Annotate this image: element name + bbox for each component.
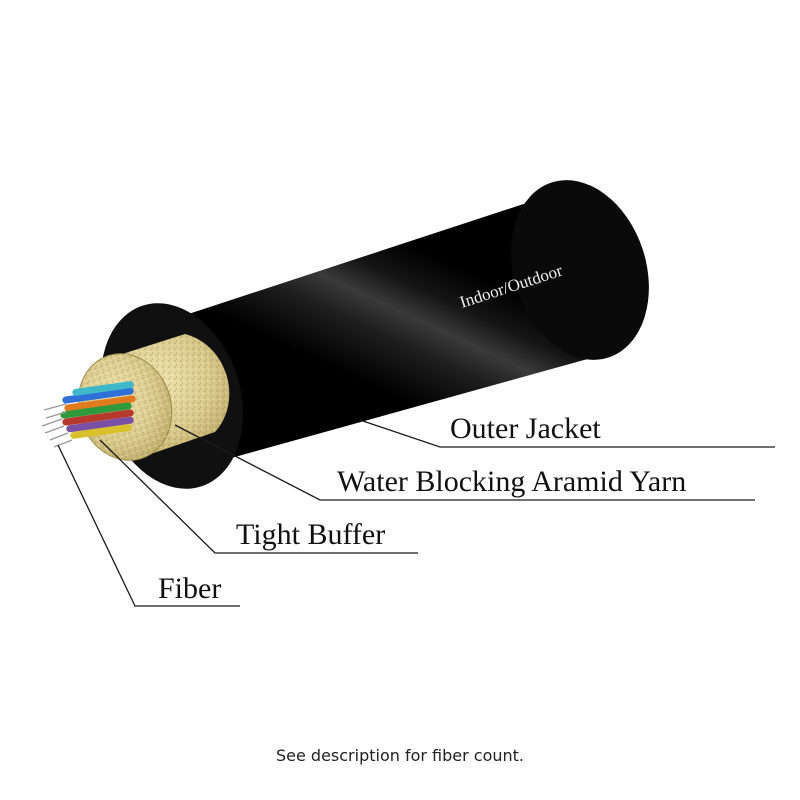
fiber-strand — [49, 432, 69, 441]
buffer-tube — [72, 381, 134, 396]
buffer-tube — [64, 395, 136, 412]
outer-jacket-leader — [359, 419, 775, 448]
buffer-tube — [70, 424, 132, 439]
fiber-strand — [43, 403, 67, 411]
fiber-strand — [44, 425, 65, 434]
outer-jacket-label: Outer Jacket — [450, 412, 601, 445]
buffer-tube — [66, 416, 134, 433]
aramid-yarn-label: Water Blocking Aramid Yarn — [337, 465, 686, 498]
tight-buffer-bundle — [60, 381, 136, 439]
buffer-tube — [62, 387, 134, 404]
fiber-strand — [41, 418, 63, 427]
buffer-tube — [62, 409, 134, 426]
tight-buffer-leader — [99, 439, 418, 554]
fiber-strand — [53, 439, 73, 448]
fiber-count-caption: See description for fiber count. — [275, 746, 525, 765]
buffer-tube — [60, 402, 132, 419]
fiber-leader — [57, 444, 240, 607]
fiber-strand — [45, 411, 67, 419]
outer-jacket — [100, 180, 649, 489]
tight-buffer-label: Tight Buffer — [236, 518, 385, 551]
fiber-strands — [41, 403, 73, 448]
fiber-label: Fiber — [158, 572, 221, 605]
aramid-yarn-leader — [174, 424, 755, 501]
